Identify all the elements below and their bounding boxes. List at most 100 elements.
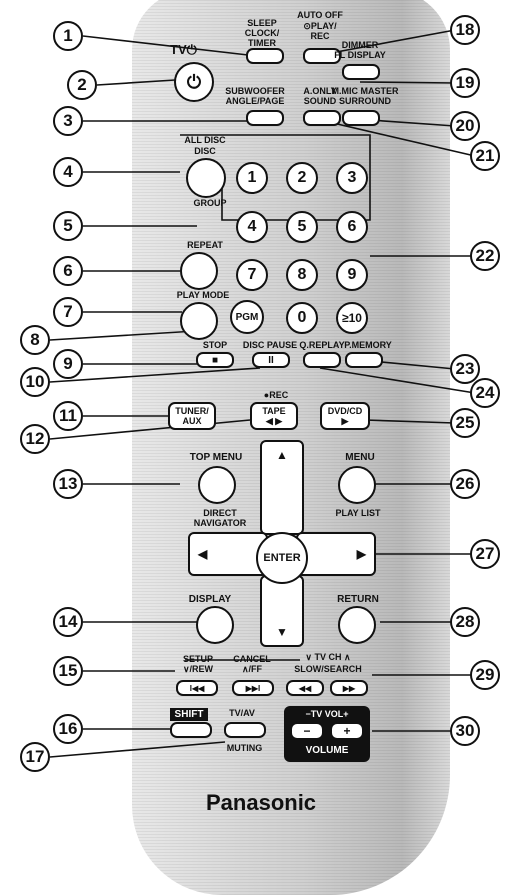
stop-button[interactable]: ■ [196, 352, 234, 368]
a-only-label: A.ONLY [303, 86, 337, 96]
tv-ch-label: ∨ TV CH ∧ [305, 652, 351, 662]
callout-19: 19 [450, 68, 480, 98]
pause-icon: II [268, 354, 274, 366]
dvd-cd-label: DVD/CD [327, 405, 363, 416]
number-3-button[interactable]: 3 [336, 162, 368, 194]
pgm-button[interactable]: PGM [230, 300, 264, 334]
return-button[interactable] [338, 606, 376, 644]
setup-rew-label: SETUP ∨/REW [182, 654, 214, 674]
stop-label: STOP [202, 340, 228, 350]
tv-av-label: TV/AV [229, 708, 255, 718]
play-mode-button[interactable] [180, 302, 218, 340]
stop-icon: ■ [211, 354, 219, 366]
number-4-button[interactable]: 4 [236, 211, 268, 243]
callout-29: 29 [470, 660, 500, 690]
dimmer-button[interactable] [342, 64, 380, 80]
fl-display-label: FL DISPLAY [334, 50, 386, 60]
rew-button[interactable]: ◀◀ [286, 680, 324, 696]
up-button[interactable]: ▲ [260, 440, 304, 535]
callout-17: 17 [20, 742, 50, 772]
group-label: GROUP [193, 198, 227, 208]
dvd-cd-button[interactable]: DVD/CD ▶ [320, 402, 370, 430]
pause-button[interactable]: II [252, 352, 290, 368]
number-9-button[interactable]: 9 [336, 259, 368, 291]
top-menu-label: TOP MENU [189, 452, 243, 463]
shift-label: SHIFT [170, 708, 208, 721]
disc-frame [180, 134, 371, 221]
callout-26: 26 [450, 469, 480, 499]
sleep-label: SLEEP [247, 18, 277, 28]
tuner-aux-button[interactable]: TUNER/ AUX [168, 402, 216, 430]
play-rec-label: ⊙PLAY/ REC [303, 21, 337, 41]
all-disc-label: ALL DISC [184, 135, 226, 145]
number-5-button[interactable]: 5 [286, 211, 318, 243]
callout-4: 4 [53, 157, 83, 187]
callout-15: 15 [53, 656, 83, 686]
right-arrow-icon: ▶ [356, 547, 366, 561]
surround-button[interactable] [342, 110, 380, 126]
auto-off-button[interactable] [303, 48, 341, 64]
leader-24 [319, 367, 476, 394]
top-menu-button[interactable] [198, 466, 236, 504]
leader-12 [49, 419, 251, 440]
play-icon: ▶ [341, 415, 349, 426]
ff-button[interactable]: ▶▶ [330, 680, 368, 696]
number-6-button[interactable]: 6 [336, 211, 368, 243]
subwoofer-button[interactable] [246, 110, 284, 126]
leader-1 [82, 35, 249, 56]
disc-button[interactable] [186, 158, 226, 198]
shift-button[interactable] [170, 722, 212, 738]
number-1-button[interactable]: 1 [236, 162, 268, 194]
down-button[interactable]: ▼ [260, 575, 304, 647]
enter-button[interactable]: ENTER [256, 532, 308, 584]
callout-18: 18 [450, 15, 480, 45]
tv-power-label: TV⏻ [170, 42, 197, 57]
volume-label: VOLUME [305, 745, 349, 756]
right-button[interactable]: ▶ [296, 532, 376, 576]
skip-forward-icon: ▶▶I [245, 683, 261, 693]
volume-down-button[interactable]: − [290, 722, 324, 740]
tv-power-button[interactable]: ⏻ [174, 62, 214, 102]
direct-navigator-label: DIRECT NAVIGATOR [193, 508, 247, 528]
skip-back-button[interactable]: I◀◀ [176, 680, 218, 696]
leader-10 [49, 367, 261, 383]
sound-button[interactable] [303, 110, 341, 126]
tape-button[interactable]: TAPE ◀ ▶ [250, 402, 298, 430]
skip-forward-button[interactable]: ▶▶I [232, 680, 274, 696]
callout-14: 14 [53, 607, 83, 637]
mic-master-label: M.MIC MASTER [331, 86, 399, 96]
menu-label: MENU [345, 452, 375, 463]
callout-10: 10 [20, 367, 50, 397]
sound-label: SOUND [303, 96, 337, 106]
display-button[interactable] [196, 606, 234, 644]
surround-label: SURROUND [338, 96, 391, 106]
callout-12: 12 [20, 424, 50, 454]
number-7-button[interactable]: 7 [236, 259, 268, 291]
angle-page-label: ANGLE/PAGE [225, 96, 285, 106]
fast-forward-icon: ▶▶ [342, 683, 356, 693]
minus-icon: − [303, 724, 311, 738]
left-button[interactable]: ◀ [188, 532, 268, 576]
tv-av-button[interactable] [224, 722, 266, 738]
volume-up-button[interactable]: + [330, 722, 364, 740]
subwoofer-label: SUBWOOFER [225, 86, 285, 96]
callout-20: 20 [450, 111, 480, 141]
leader-19 [359, 81, 456, 84]
number-8-button[interactable]: 8 [286, 259, 318, 291]
down-arrow-icon: ▼ [276, 625, 288, 639]
q-replay-button[interactable] [303, 352, 341, 368]
callout-27: 27 [470, 539, 500, 569]
auto-off-label: AUTO OFF [297, 10, 343, 20]
number-2-button[interactable]: 2 [286, 162, 318, 194]
number-0-button[interactable]: 0 [286, 302, 318, 334]
menu-button[interactable] [338, 466, 376, 504]
repeat-button[interactable] [180, 252, 218, 290]
memory-button[interactable] [345, 352, 383, 368]
sleep-button[interactable] [246, 48, 284, 64]
leader-17 [49, 741, 226, 758]
left-arrow-icon: ◀ [198, 547, 208, 561]
callout-1: 1 [53, 21, 83, 51]
callout-7: 7 [53, 297, 83, 327]
number-10-button[interactable]: ≥10 [336, 302, 368, 334]
rewind-icon: ◀◀ [298, 683, 312, 693]
